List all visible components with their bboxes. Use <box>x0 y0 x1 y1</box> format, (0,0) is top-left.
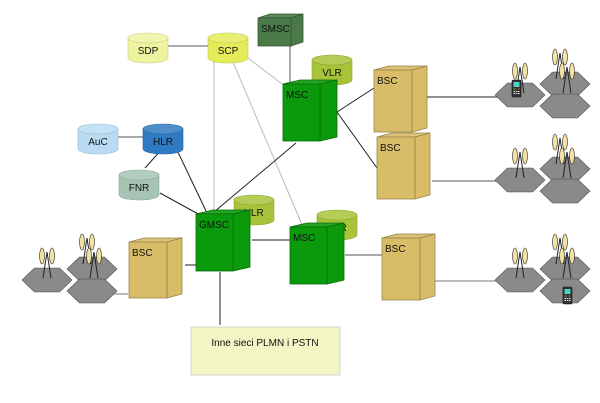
cell-hexagon <box>539 256 591 282</box>
link-fnr-gmsc <box>159 192 201 216</box>
hlr-label: HLR <box>153 137 173 148</box>
link-scp-msc-bottom <box>229 54 304 228</box>
bsc-top1-label: BSC <box>377 76 398 87</box>
mobile-phone-icon <box>562 286 573 305</box>
cell-cluster-top1 <box>494 48 591 119</box>
signalling-links <box>213 51 304 228</box>
cell-hexagon <box>21 267 73 293</box>
cell-cluster-left <box>21 233 118 304</box>
link-hlr-gmsc <box>175 147 208 214</box>
smsc-label: SMSC <box>261 24 290 35</box>
smsc-node: SMSC <box>257 13 304 47</box>
msc-bottom-node: MSC <box>289 222 345 285</box>
cell-hexagon <box>539 93 591 119</box>
scp-database: SCP <box>207 32 249 64</box>
cell-cluster-top2 <box>494 133 591 204</box>
sdp-label: SDP <box>138 46 159 57</box>
msc-top-node: MSC <box>282 79 338 142</box>
cell-hexagon <box>494 167 546 193</box>
cell-hexagon <box>494 267 546 293</box>
auc-label: AuC <box>88 137 107 148</box>
scp-label: SCP <box>218 46 239 57</box>
bsc-bottom-label: BSC <box>385 244 406 255</box>
pstn-label: Inne sieci PLMN i PSTN <box>211 338 318 349</box>
cell-hexagon <box>66 278 118 304</box>
auc-database: AuC <box>77 123 119 155</box>
msc-top-label: MSC <box>286 90 308 101</box>
mobile-phone-icon <box>511 79 522 98</box>
bsc-top1-node: BSC <box>373 65 428 133</box>
bsc-top2-node: BSC <box>376 132 431 200</box>
vlr-gmsc-label: VLR <box>244 208 263 219</box>
link-msc-bsc-top2 <box>336 111 378 169</box>
gmsc-label: GMSC <box>199 220 229 231</box>
link-msc-bsc-top1 <box>336 87 375 113</box>
bsc-left-node: BSC <box>128 237 183 299</box>
bsc-top2-label: BSC <box>380 143 401 154</box>
fnr-label: FNR <box>129 183 150 194</box>
gmsc-node: GMSC <box>195 209 251 272</box>
link-gmsc-msc-top <box>213 142 297 213</box>
cell-hexagon <box>539 178 591 204</box>
pstn-network-box: Inne sieci PLMN i PSTN <box>190 326 341 376</box>
cell-hexagon <box>539 71 591 97</box>
link-scp-msc-top <box>239 51 291 91</box>
cell-hexagon <box>539 156 591 182</box>
sdp-database: SDP <box>127 32 169 64</box>
fnr-database: FNR <box>118 169 160 201</box>
cell-cluster-bottom <box>494 233 591 305</box>
bsc-left-label: BSC <box>132 248 153 259</box>
msc-bottom-label: MSC <box>293 233 315 244</box>
cell-hexagon <box>66 256 118 282</box>
hlr-database: HLR <box>142 123 184 155</box>
bsc-bottom-node: BSC <box>381 233 436 301</box>
vlr-top-label: VLR <box>322 68 341 79</box>
links <box>100 45 510 325</box>
